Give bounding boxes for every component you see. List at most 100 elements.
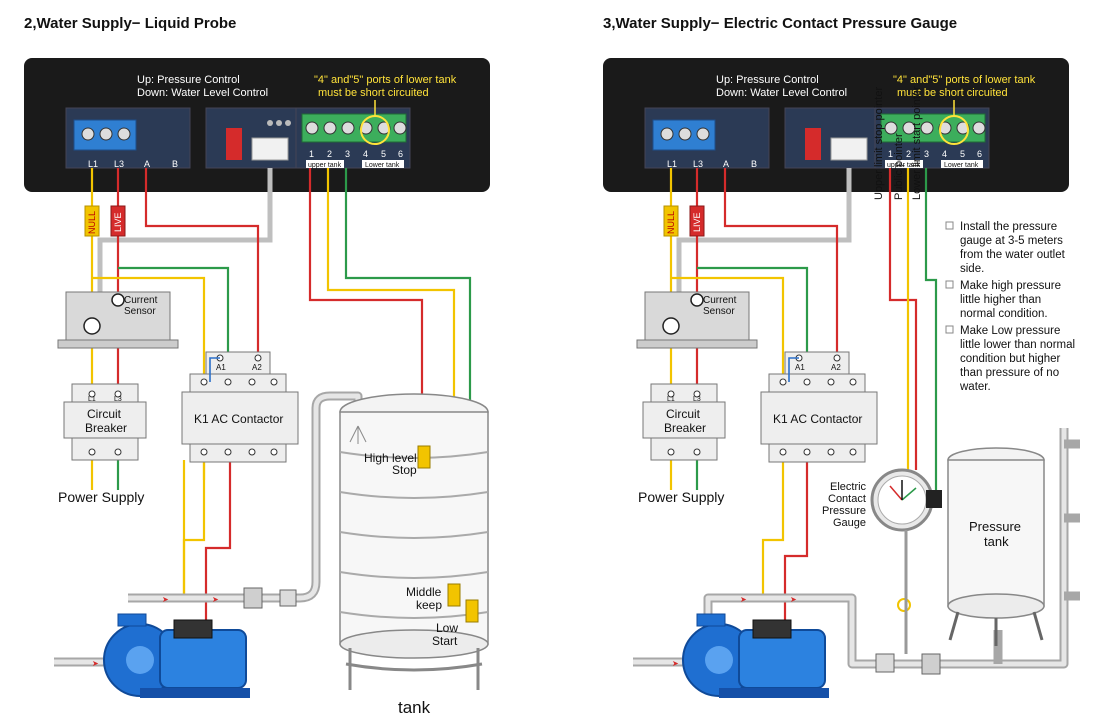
left-contactor-label: K1 AC Contactor	[194, 412, 283, 426]
left-high-line2: Stop	[392, 463, 417, 477]
right-circuit-breaker	[642, 401, 726, 439]
left-term-a: A	[144, 159, 150, 169]
instr-3-line1: Make Low pressure	[960, 325, 1060, 337]
right-valve[interactable]	[921, 653, 941, 675]
right-sensor-line2: Sensor	[703, 306, 735, 317]
left-term-b: B	[172, 159, 178, 169]
left-tank-label: tank	[398, 698, 431, 717]
right-white-connector	[830, 137, 868, 161]
left-term-3: 3	[345, 149, 350, 159]
right-power-supply: Power Supply	[638, 489, 724, 505]
left-upper-tank-label: upper tank	[308, 162, 342, 169]
left-breaker-l1: L1	[88, 396, 96, 403]
left-term-l1: L1	[88, 159, 98, 169]
right-term-4: 4	[942, 149, 947, 159]
left-sensor-line1: Current	[124, 295, 158, 306]
instr-2-line3: normal condition.	[960, 308, 1048, 320]
left-null-text: NULL	[87, 211, 97, 234]
instr-1-line3: from the water outlet	[960, 249, 1066, 261]
right-pressure-gauge	[870, 468, 942, 654]
left-term-6: 6	[398, 149, 403, 159]
right-lower-tank-label: Lower tank	[944, 162, 979, 169]
right-upper-tank-label: upper tank	[887, 162, 921, 169]
svg-text:➤: ➤	[92, 659, 99, 668]
gauge-line3: Pressure	[822, 505, 866, 517]
right-null-tag	[663, 205, 679, 237]
left-breaker-line2: Breaker	[85, 421, 127, 435]
left-probe-middle	[447, 583, 461, 607]
left-term-l3: L3	[114, 159, 124, 169]
left-note-line1: "4" and"5" ports of lower tank	[314, 74, 457, 86]
right-term-6: 6	[977, 149, 982, 159]
left-breaker-line1: Circuit	[87, 407, 122, 421]
left-title: 2,Water Supply− Liquid Probe	[24, 15, 236, 32]
svg-text:➤: ➤	[790, 595, 797, 604]
gauge-line1: Electric	[830, 481, 867, 493]
left-live-text: LIVE	[113, 212, 123, 232]
left-a2: A2	[252, 363, 262, 372]
right-upper-stop: Upper limit stop pointer	[873, 87, 885, 200]
left-low-line1: Low	[436, 621, 458, 635]
left-high-line1: High level	[364, 451, 417, 465]
instr-1-line1: Install the pressure	[960, 221, 1057, 233]
right-dip-switch[interactable]	[805, 128, 821, 160]
right-term-l3: L3	[693, 159, 703, 169]
right-breaker-l3: L3	[693, 396, 701, 403]
right-note-line1: "4" and"5" ports of lower tank	[893, 74, 1036, 86]
right-live-tag	[689, 205, 705, 237]
right-term-3: 3	[924, 149, 929, 159]
left-probe-high	[417, 445, 431, 469]
gauge-line2: Contact	[828, 493, 866, 505]
gauge-line4: Gauge	[833, 517, 866, 529]
right-term-b: B	[751, 159, 757, 169]
right-breaker-line2: Breaker	[664, 421, 706, 435]
left-valve[interactable]	[243, 587, 263, 609]
right-null-text: NULL	[666, 211, 676, 234]
instr-3-line5: water.	[959, 381, 991, 393]
right-pressure-tank	[947, 447, 1045, 646]
left-sensor-line2: Sensor	[124, 306, 156, 317]
left-diagram: 2,Water Supply− Liquid Probe Up: Pressur…	[24, 15, 490, 717]
svg-text:➤: ➤	[740, 595, 747, 604]
left-term-1: 1	[309, 149, 314, 159]
left-pump	[103, 613, 250, 698]
instr-2-line2: little higher than	[960, 294, 1041, 306]
instr-3-line3: condition but higher	[960, 353, 1061, 365]
instr-3-line2: little lower than normal	[960, 339, 1075, 351]
right-title: 3,Water Supply− Electric Contact Pressur…	[603, 15, 957, 32]
right-term-l1: L1	[667, 159, 677, 169]
right-control-up: Up: Pressure Control	[716, 74, 819, 86]
right-contactor-label: K1 AC Contactor	[773, 412, 862, 426]
ptank-line2: tank	[984, 534, 1009, 549]
right-note-line2: must be short circuited	[897, 87, 1008, 99]
right-term-5: 5	[960, 149, 965, 159]
instr-2-line1: Make high pressure	[960, 280, 1061, 292]
right-live-text: LIVE	[692, 212, 702, 232]
ptank-line1: Pressure	[969, 519, 1021, 534]
left-term-2: 2	[327, 149, 332, 159]
left-null-tag	[84, 205, 100, 237]
left-dip-switch[interactable]	[226, 128, 242, 160]
right-contactor	[760, 391, 878, 445]
svg-text:➤: ➤	[212, 595, 219, 604]
right-instructions: Install the pressure gauge at 3-5 meters…	[945, 221, 1075, 393]
left-power-supply: Power Supply	[58, 489, 144, 505]
right-sensor-line1: Current	[703, 295, 737, 306]
right-term-a: A	[723, 159, 729, 169]
left-tank	[339, 393, 489, 690]
left-term-4: 4	[363, 149, 368, 159]
right-breaker-line1: Circuit	[666, 407, 701, 421]
instr-1-line2: gauge at 3-5 meters	[960, 235, 1063, 247]
right-lower-start: Lower limit start pointer	[911, 86, 923, 200]
left-note-line2: must be short circuited	[318, 87, 429, 99]
left-a1: A1	[216, 363, 226, 372]
left-low-line2: Start	[432, 634, 458, 648]
left-live-tag	[110, 205, 126, 237]
left-white-connector	[251, 137, 289, 161]
left-control-down: Down: Water Level Control	[137, 87, 268, 99]
left-lower-tank-label: Lower tank	[365, 162, 400, 169]
left-probe-low	[465, 599, 479, 623]
right-diagram: 3,Water Supply− Electric Contact Pressur…	[603, 15, 1080, 698]
svg-text:➤: ➤	[672, 659, 679, 668]
